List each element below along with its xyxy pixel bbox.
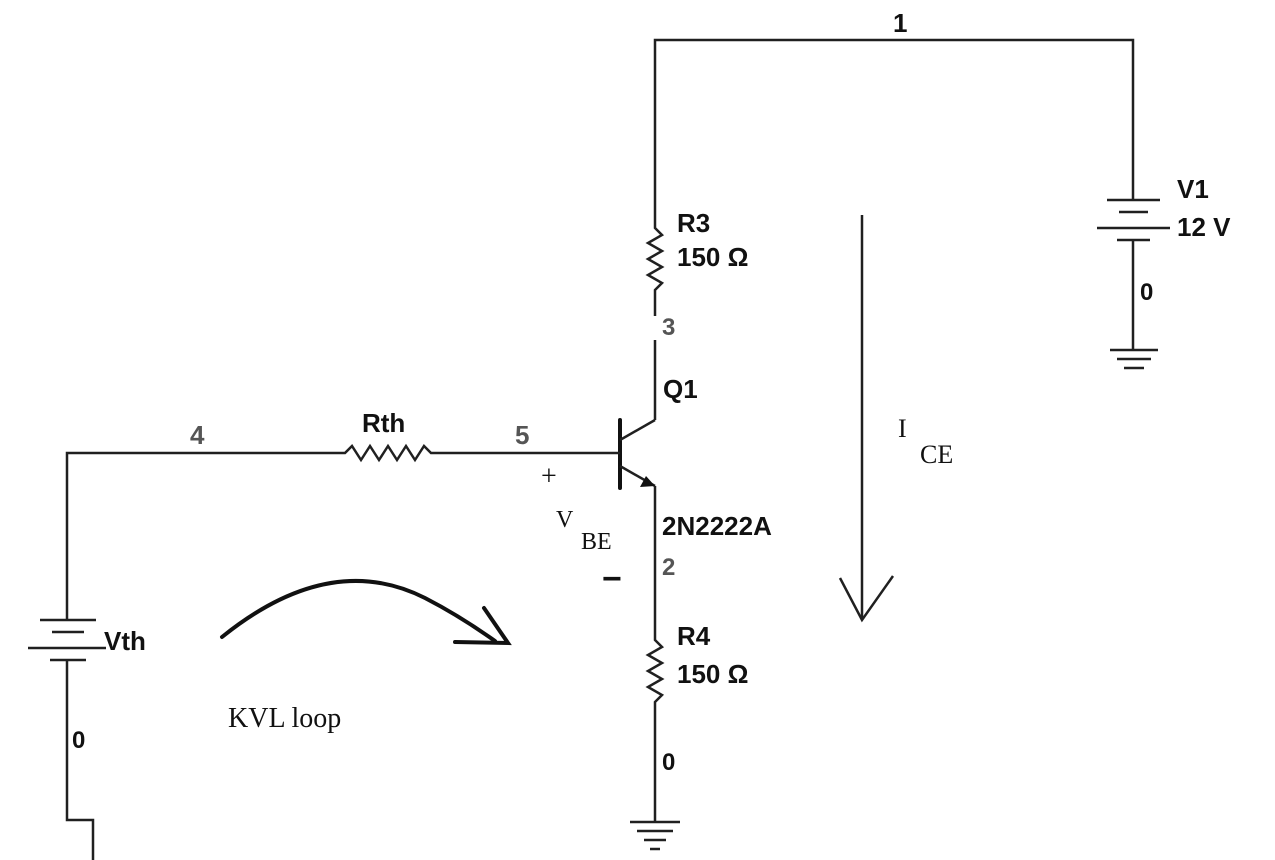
- wire-vth-gnd: [65, 660, 95, 860]
- ground-symbol-v1: [1110, 348, 1158, 370]
- battery-v1: [1097, 198, 1170, 242]
- vth-name-label: Vth: [104, 626, 146, 656]
- node-0-vth-label: 0: [72, 727, 85, 754]
- ice-sub-label: CE: [920, 440, 953, 469]
- v1-name-label: V1: [1177, 174, 1209, 204]
- wire-node-1: [653, 38, 1135, 200]
- q1-name-label: Q1: [663, 374, 698, 404]
- node-5-label: 5: [515, 420, 529, 450]
- ice-i-label: I: [898, 414, 907, 443]
- ground-symbol-r4: [630, 820, 680, 851]
- node-4-label: 4: [190, 420, 205, 450]
- resistor-r3: [645, 200, 665, 316]
- resistor-rth: [320, 443, 460, 463]
- node-2-label: 2: [662, 554, 675, 581]
- transistor-q1: [618, 418, 656, 490]
- node-1-label: 1: [893, 8, 907, 38]
- vbe-v-label: V: [556, 507, 574, 533]
- vbe-plus-label: +: [541, 461, 557, 492]
- node-3-label: 3: [662, 314, 675, 341]
- rth-name-label: Rth: [362, 408, 405, 438]
- r4-name-label: R4: [677, 621, 711, 651]
- emitter-arrow-icon: [640, 476, 655, 487]
- node-0-v1-label: 0: [1140, 279, 1153, 306]
- r3-value-label: 150 Ω: [677, 242, 748, 272]
- kvl-loop-arrow-icon: [220, 578, 512, 646]
- node-0-r4-label: 0: [662, 749, 675, 776]
- kvl-loop-label: KVL loop: [228, 703, 341, 734]
- resistor-r4: [645, 625, 665, 822]
- wire-node-4: [65, 451, 320, 620]
- v1-value-label: 12 V: [1177, 212, 1231, 242]
- q1-model-label: 2N2222A: [662, 511, 772, 541]
- vbe-sub-label: BE: [581, 529, 612, 555]
- battery-vth: [28, 618, 106, 662]
- vbe-minus-label: −: [602, 560, 622, 598]
- ice-arrow-icon: [838, 215, 895, 623]
- r3-name-label: R3: [677, 208, 710, 238]
- r4-value-label: 150 Ω: [677, 659, 748, 689]
